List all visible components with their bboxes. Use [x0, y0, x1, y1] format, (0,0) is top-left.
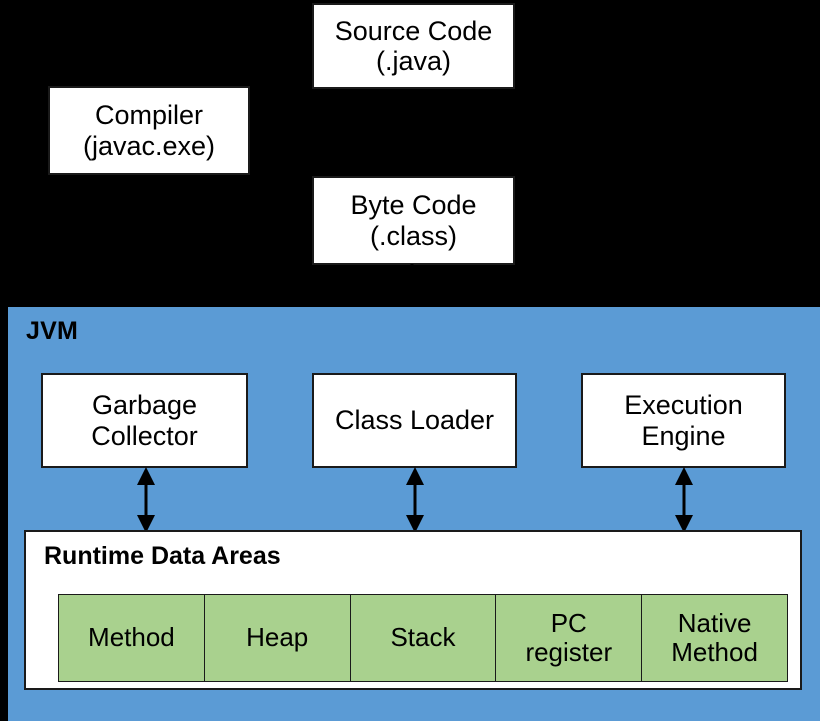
connector-garbage-collector-to-runtime [137, 467, 155, 533]
memory-area-heap-line1: Heap [246, 622, 309, 653]
memory-area-pc-register-line2: register [525, 637, 613, 667]
node-execution-engine-line2: Engine [641, 420, 726, 451]
node-byte-code: Byte Code (.class) [312, 176, 515, 265]
jvm-label: JVM [26, 317, 79, 345]
node-byte-code-line2: (.class) [370, 220, 457, 251]
node-execution-engine-line1: Execution [624, 390, 743, 420]
memory-area-method-line1: Method [88, 622, 175, 653]
node-compiler: Compiler (javac.exe) [48, 86, 250, 175]
connector-class-loader-to-runtime [406, 467, 424, 533]
node-source-code: Source Code (.java) [312, 3, 515, 89]
runtime-data-areas-label: Runtime Data Areas [44, 542, 281, 570]
node-source-code-line1: Source Code [334, 15, 493, 46]
memory-areas-row: Method Heap Stack PC register Native Met… [58, 594, 788, 682]
memory-area-method: Method [59, 595, 205, 681]
memory-area-native-method-line1: Native [677, 607, 752, 638]
connector-source-to-byte-code [402, 88, 422, 178]
node-class-loader-line1: Class Loader [334, 405, 495, 436]
memory-area-pc-register-line1: PC [550, 607, 587, 638]
memory-area-native-method-line2: Method [671, 637, 758, 667]
node-execution-engine: Execution Engine [581, 373, 786, 468]
runtime-data-areas-panel: Runtime Data Areas Method Heap Stack PC … [24, 530, 802, 690]
memory-area-stack-line1: Stack [390, 622, 456, 653]
memory-area-stack: Stack [350, 595, 497, 681]
node-garbage-collector-line1: Garbage [91, 390, 198, 420]
node-garbage-collector-line2: Collector [91, 420, 198, 451]
node-garbage-collector: Garbage Collector [41, 373, 248, 468]
connector-execution-engine-to-runtime [675, 467, 693, 533]
memory-area-native-method: Native Method [642, 595, 787, 681]
node-compiler-line1: Compiler [94, 100, 204, 130]
node-byte-code-line1: Byte Code [350, 190, 477, 220]
node-compiler-line2: (javac.exe) [82, 130, 216, 161]
node-class-loader: Class Loader [312, 373, 517, 468]
jvm-panel: JVM Garbage Collector Class Loader Execu… [8, 307, 820, 721]
node-source-code-line2: (.java) [375, 46, 451, 76]
memory-area-heap: Heap [204, 595, 351, 681]
memory-area-pc-register: PC register [496, 595, 643, 681]
